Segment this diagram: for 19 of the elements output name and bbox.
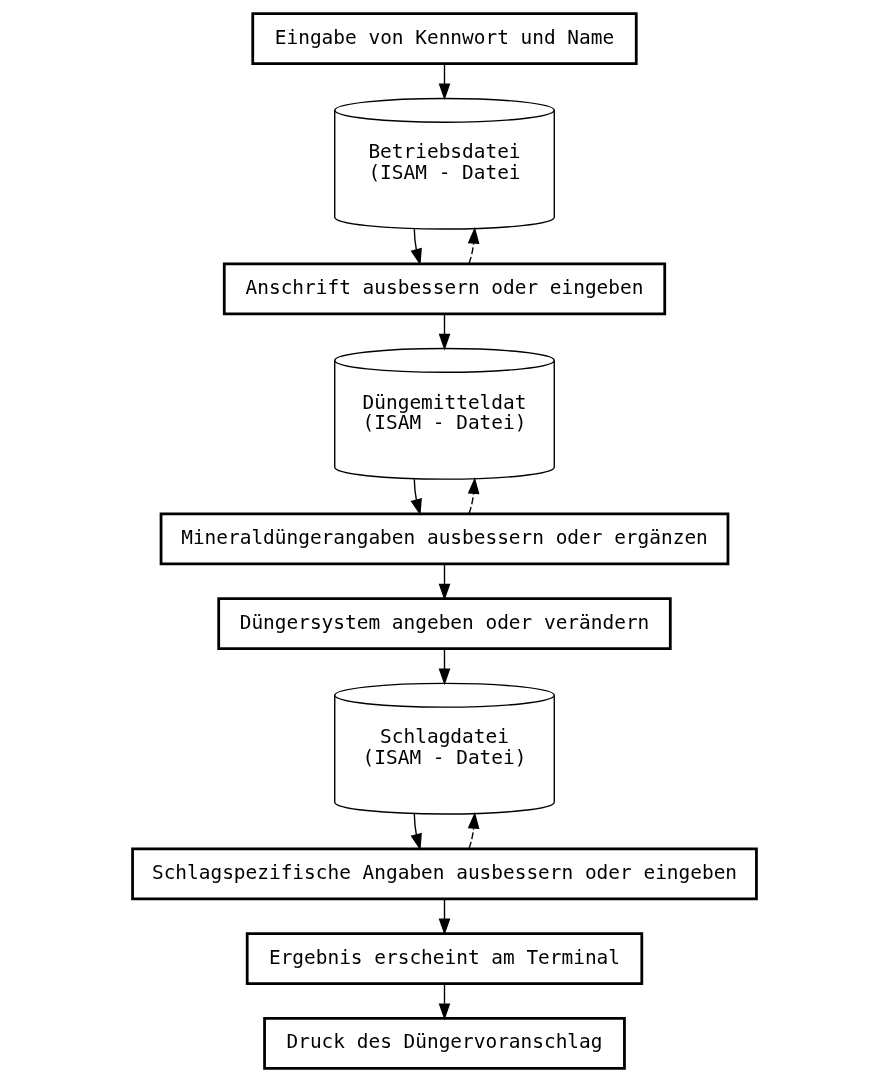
arrow	[467, 477, 479, 515]
arrow	[438, 648, 450, 686]
node-box: Ergebnis erscheint am Terminal	[245, 932, 643, 985]
arrow	[438, 563, 450, 601]
node-box: Schlagspezifische Angaben ausbessern oder eingeben	[130, 847, 758, 901]
arrow	[438, 982, 450, 1021]
arrow	[467, 812, 479, 850]
node-box: Anschrift ausbessern oder eingeben	[222, 262, 666, 316]
arrow	[410, 813, 422, 851]
arrow	[467, 227, 479, 265]
node-box: Mineraldüngerangaben ausbessern oder ergänzen	[159, 512, 729, 566]
node-box: Druck des Düngervoranschlag	[262, 1016, 626, 1070]
arrow	[410, 478, 422, 516]
arrow	[438, 63, 450, 101]
node-box: Düngersystem angeben oder verändern	[216, 597, 672, 651]
arrow	[438, 898, 450, 936]
node-box: Eingabe von Kennwort und Name	[250, 12, 638, 66]
arrow	[410, 228, 422, 266]
arrow	[438, 313, 450, 351]
